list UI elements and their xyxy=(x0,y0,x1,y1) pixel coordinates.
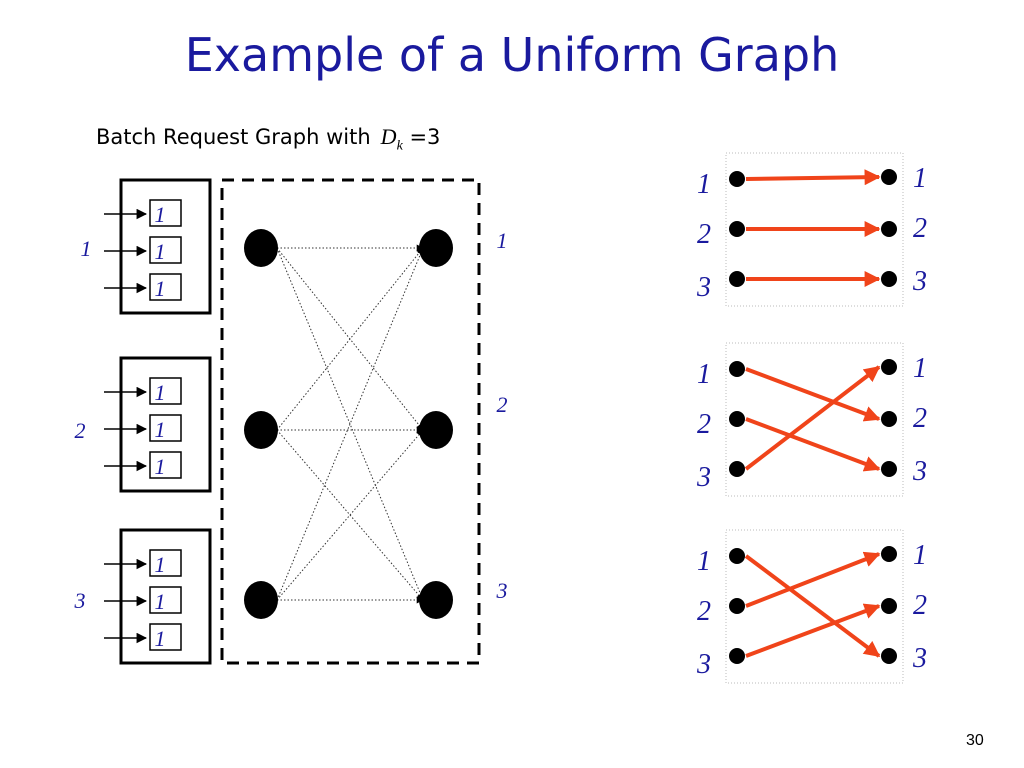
matching-left-node xyxy=(729,598,745,614)
batch-box xyxy=(119,528,212,665)
matching-edge xyxy=(744,365,881,471)
request-cell-label: 1 xyxy=(155,202,166,227)
matching-left-node xyxy=(729,411,745,427)
matching-right-label: 2 xyxy=(913,403,927,434)
matching-edge xyxy=(745,417,881,472)
left-node xyxy=(244,411,278,449)
request-cell-label: 1 xyxy=(155,589,166,614)
request-cell xyxy=(149,451,182,479)
matching-right-label: 2 xyxy=(913,213,927,244)
batch-group-label: 3 xyxy=(74,588,86,613)
request-cell-label: 1 xyxy=(155,380,166,405)
matching-edge xyxy=(744,554,881,658)
matching-left-label: 1 xyxy=(697,546,711,577)
slide-title: Example of a Uniform Graph xyxy=(184,28,840,82)
request-cell xyxy=(149,377,182,405)
request-cell xyxy=(149,414,182,442)
matching-right-label: 1 xyxy=(913,163,927,194)
matching-right-node xyxy=(881,359,897,375)
bipartite-dashed-frame xyxy=(220,178,481,665)
matching-right-label: 1 xyxy=(913,540,927,571)
right-node xyxy=(419,581,453,619)
right-node xyxy=(419,411,453,449)
matching-left-node xyxy=(729,548,745,564)
matching-right-node xyxy=(881,271,897,287)
matching-left-label: 1 xyxy=(697,169,711,200)
request-cell-label: 1 xyxy=(155,417,166,442)
matching-right-node xyxy=(881,221,897,237)
matching-left-node xyxy=(729,461,745,477)
matching-left-label: 2 xyxy=(697,219,711,250)
matching-right-node xyxy=(881,598,897,614)
batch-edge xyxy=(276,429,424,601)
right-node xyxy=(419,229,453,267)
request-cell-label: 1 xyxy=(155,454,166,479)
batch-group-label: 2 xyxy=(75,418,86,443)
matching-right-label: 1 xyxy=(913,353,927,384)
dk-letter: D xyxy=(380,124,397,149)
matching-left-node xyxy=(729,171,745,187)
page-number: 30 xyxy=(966,732,984,749)
batch-edge xyxy=(276,247,424,431)
matching-left-label: 3 xyxy=(696,649,711,680)
matching-left-label: 1 xyxy=(697,359,711,390)
batch-edge xyxy=(276,247,424,601)
matching-left-label: 2 xyxy=(697,409,711,440)
batch-edge xyxy=(276,247,424,601)
matching-right-label: 3 xyxy=(912,643,927,674)
batch-right-label: 3 xyxy=(496,578,508,603)
request-cell-label: 1 xyxy=(155,276,166,301)
subtitle: Batch Request Graph with Dk =3 xyxy=(96,124,440,154)
request-cell xyxy=(149,623,182,651)
request-cell xyxy=(149,199,182,227)
subtitle-value: =3 xyxy=(402,125,441,149)
request-cell-label: 1 xyxy=(155,552,166,577)
request-cell xyxy=(149,549,182,577)
matchings: 1 2 3 1 2 3 1 2 3 1 2 3 1 2 3 1 2 3 xyxy=(696,152,927,684)
batch-box xyxy=(119,356,212,493)
matching-left-label: 2 xyxy=(697,596,711,627)
left-node xyxy=(244,581,278,619)
matching-right-label: 3 xyxy=(912,266,927,297)
matching-right-node xyxy=(881,169,897,185)
request-cell xyxy=(149,236,182,264)
matching-left-label: 3 xyxy=(696,462,711,493)
dk-symbol: Dk xyxy=(380,124,403,153)
matching-right-label: 3 xyxy=(912,456,927,487)
matching-edge xyxy=(745,367,881,422)
matching-edge xyxy=(745,551,881,608)
matching-edge xyxy=(745,603,881,658)
batch-box xyxy=(119,178,212,315)
request-cell xyxy=(149,273,182,301)
matching-left-node xyxy=(729,361,745,377)
matching-left-label: 3 xyxy=(696,272,711,303)
matching-edge xyxy=(745,169,881,186)
batch-right-label: 2 xyxy=(497,392,508,417)
left-node xyxy=(244,229,278,267)
matching-right-node xyxy=(881,546,897,562)
matching-left-node xyxy=(729,221,745,237)
batch-group-label: 1 xyxy=(81,236,92,261)
request-cell xyxy=(149,586,182,614)
matching-left-node xyxy=(729,648,745,664)
batch-request-graph: 1 1 1 1 1 1 1 2 1 1 1 3 1 2 3 xyxy=(74,178,508,665)
matching-right-node xyxy=(881,461,897,477)
subtitle-text: Batch Request Graph with xyxy=(96,125,371,149)
matching-right-node xyxy=(881,411,897,427)
matching-right-label: 2 xyxy=(913,590,927,621)
request-cell-label: 1 xyxy=(155,626,166,651)
batch-right-label: 1 xyxy=(497,228,508,253)
request-cell-label: 1 xyxy=(155,239,166,264)
matching-right-node xyxy=(881,648,897,664)
dk-subscript: k xyxy=(396,138,403,154)
matching-left-node xyxy=(729,271,745,287)
